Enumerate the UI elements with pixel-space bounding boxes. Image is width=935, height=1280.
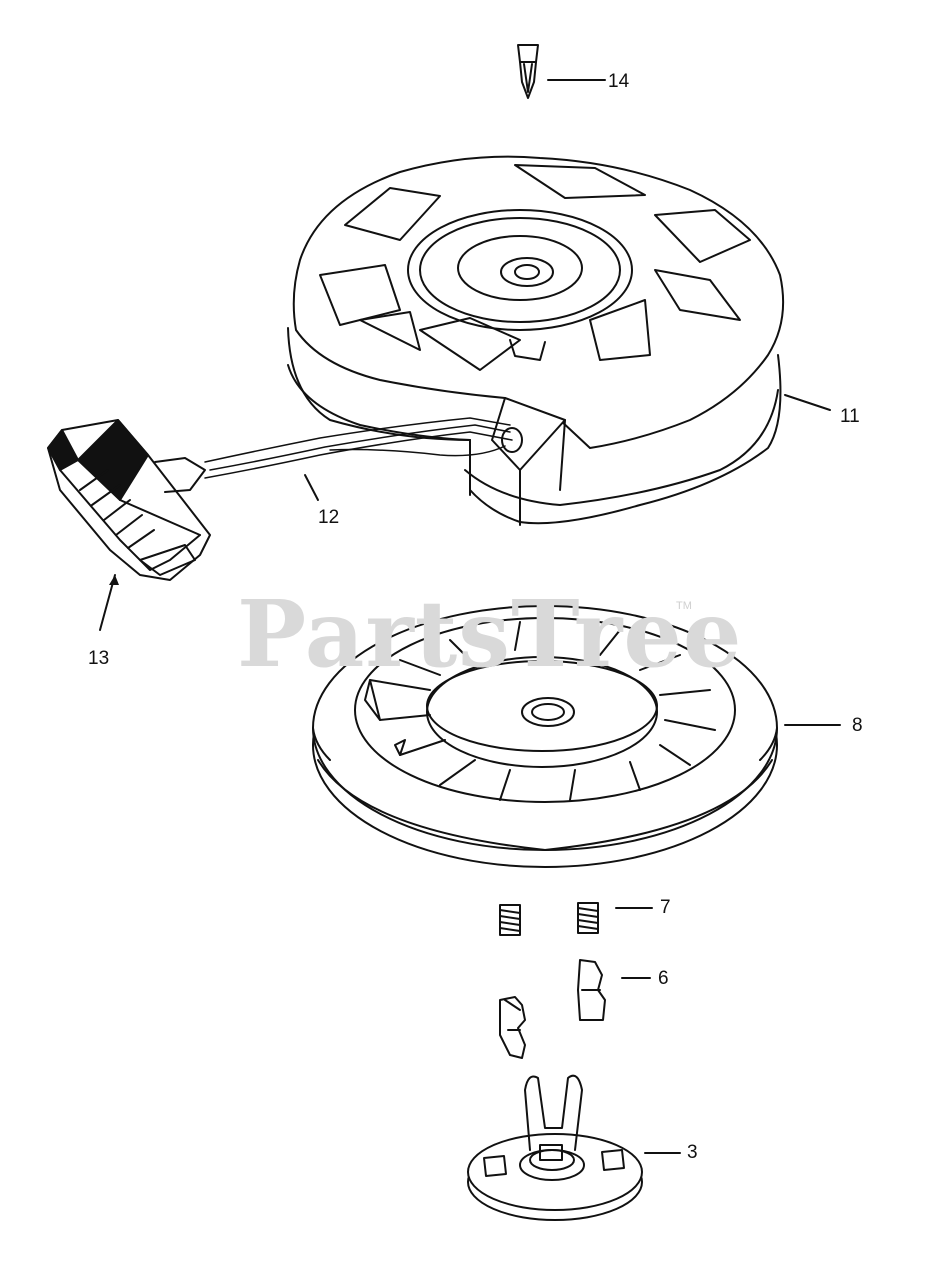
leader-11: [784, 394, 831, 411]
part-13-handle: [47, 419, 211, 581]
callout-11: 11: [840, 406, 860, 427]
partstree-watermark: PartsTree: [237, 580, 743, 688]
part-7-springs: [499, 902, 599, 936]
part-11-housing: [287, 155, 785, 526]
callout-14: 14: [608, 71, 630, 92]
callout-7: 7: [660, 897, 671, 918]
callout-12: 12: [318, 507, 340, 528]
callout-8: 8: [852, 715, 863, 736]
trademark-symbol: TM: [676, 600, 692, 612]
callout-6: 6: [658, 968, 669, 989]
part-8-pulley: [312, 605, 778, 868]
callout-3: 3: [687, 1142, 698, 1163]
part-3-retainer: [467, 1074, 643, 1221]
part-12-rope: [204, 417, 513, 479]
callout-13: 13: [88, 648, 110, 669]
part-6-pawls: [499, 959, 606, 1059]
part-14-pin: [517, 44, 539, 99]
leader-12: [304, 474, 319, 501]
